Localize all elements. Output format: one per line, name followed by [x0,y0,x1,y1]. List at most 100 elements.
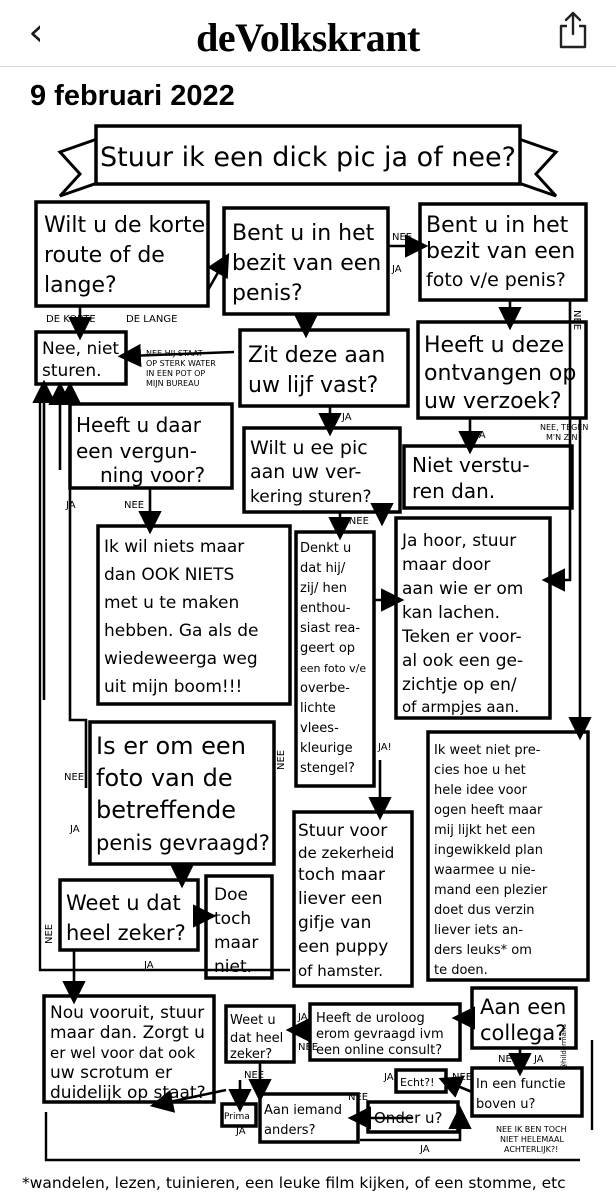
label-nee-collega: NEE [498,1054,518,1065]
nee-sterk-line-2: IN EEN POT OP [146,369,205,378]
ontvangen-line-2: uw verzoek? [424,389,562,414]
weet-zeker2-line-0: Weet u [230,1013,276,1028]
nee-niet-line-1: sturen. [42,361,102,381]
denkt-line-8: lichte [300,701,336,716]
denkt-line-4: siast rea- [300,621,360,636]
label-ja-excl: JA! [377,742,392,753]
label-nee-weet: NEE [44,924,55,944]
uroloog-line-1: erom gevraagd ivm [316,1027,444,1042]
nee-tegen-line-0: NEE, TEGEN [540,423,588,432]
label-nee-iemand: NEE [348,1092,368,1103]
denkt-line-5: geert op [300,641,355,656]
ja-hoor-line-1: maar door [402,555,490,575]
q3-line-0: Bent u in het [426,213,569,238]
functie-line-1: boven u? [476,1097,535,1112]
denkt-line-1: dat hij/ [300,561,346,576]
label-ja-iemand: JA [235,1126,246,1137]
q1-line-1: route of de [44,243,165,268]
ja-hoor-line-7: of armpjes aan. [402,698,519,716]
box-q1 [34,200,210,308]
q1-line-2: lange? [44,273,117,298]
ja-hoor-line-6: zichtje op en/ [402,675,517,695]
box-ja-hoor [394,516,552,720]
label-ja-vergunning: JA [65,500,76,511]
label-nee-q3: NEE [571,310,582,330]
vergunning-line-0: Heeft u daar [76,413,202,437]
doe-niet-line-2: maar [214,933,258,953]
nee-achterlijk-line-1: NIET HELEMAAL [500,1135,564,1144]
verkering-line-2: kering sturen? [250,487,372,507]
weet-niet-line-8: doet dus verzin [434,903,535,918]
hamster-line-6: of hamster. [298,962,383,980]
uroloog-line-0: Heeft de uroloog [316,1011,425,1026]
label-de-lange: DE LANGE [126,314,177,325]
top-bar: ‹ deVolkskrant [0,0,616,66]
weet-niet-line-0: Ik weet niet pre- [434,743,541,758]
label-ja-onder: JA [419,1144,430,1155]
nee-achterlijk-line-2: ACHTERLIJK?! [504,1145,558,1154]
prima-text: Prima [224,1112,250,1122]
weet-niet-line-7: mand een plezier [434,883,548,898]
share-icon[interactable] [556,10,590,50]
denkt-line-2: zij/ hen [300,581,347,596]
gevraagd-line-2: betreffende [96,796,236,824]
collega-line-1: collega? [480,1021,566,1045]
ja-hoor-line-4: Teken er voor- [401,627,522,647]
nee-sterk-line-1: OP STERK WATER [146,359,216,368]
label-nee-denkt: NEE [276,750,287,770]
weet-niet-line-5: ingewikkeld plan [434,843,543,858]
lijf-line-1: uw lijf vast? [248,373,378,398]
weet-zeker-line-0: Weet u dat [66,891,181,915]
box-doe-niet [204,874,274,980]
box-collega [470,986,578,1050]
q2-line-0: Bent u in het [232,221,375,246]
weet-niet-line-4: mij lijkt het een [434,823,535,838]
niets-line-5: uit mijn boom!!! [104,677,242,697]
denkt-line-10: kleurige [300,741,353,756]
ontvangen-line-1: ontvangen op [424,361,576,386]
q2-line-1: bezit van een [232,251,381,276]
uroloog-line-2: een online consult? [316,1043,442,1058]
label-ja-lijf: JA [341,412,352,423]
niets-line-2: met u te maken [104,593,239,613]
vooruit-line-4: duidelijk op staat? [50,1083,206,1103]
niet-versturen-line-0: Niet verstu- [412,453,530,477]
vooruit-line-2: er wel voor dat ook [50,1044,195,1062]
label-nee-uroloog: NEE [298,1042,318,1053]
niets-line-4: wiedeweerga weg [104,649,258,669]
ontvangen-line-0: Heeft u deze [424,333,564,358]
label-ja-q3: JA [503,308,514,319]
signature: @hildermans [560,1024,568,1070]
label-ja-weet: JA [143,960,154,971]
denkt-line-7: overbe- [300,681,350,696]
hamster-line-1: de zekerheid [298,844,394,862]
niets-line-1: dan OOK NIETS [104,565,234,585]
collega-line-0: Aan een [480,995,566,1019]
nee-tegen-line-1: M'N ZIN [546,433,577,442]
label-ja-nee-verkering: JA NEE [335,516,369,527]
label-ja-q2: JA [391,264,402,275]
doe-niet-line-0: Doe [214,885,248,905]
box-gevraagd [88,720,276,866]
gevraagd-line-1: foto van de [96,764,233,792]
box-lijf [238,328,410,408]
vooruit-line-3: uw scrotum er [50,1063,172,1083]
label-nee-gevraagd: NEE [64,772,84,783]
q3-line-2: foto v/e penis? [426,269,566,291]
nee-niet-line-0: Nee, niet [42,339,119,359]
label-nee-q2: NEE [392,232,412,243]
box-vergunning [68,402,234,490]
label-ja-weet2: JA [233,1088,244,1099]
iemand-line-0: Aan iemand [264,1103,342,1118]
chevron-left-icon[interactable]: ‹ [28,10,44,54]
box-iemand [258,1092,360,1144]
ja-hoor-line-5: al ook een ge- [402,651,523,671]
label-de-korte: DE KORTE [46,314,96,325]
echt-text: Echt?! [400,1076,435,1089]
ja-hoor-line-3: kan lachen. [402,603,500,623]
label-nee-echt: NEE [452,1072,472,1083]
label-ja-gevraagd: JA [69,824,80,835]
weet-niet-line-1: cies hoe u het [434,763,526,778]
weet-niet-line-2: hele idee voor [434,783,528,798]
hamster-line-0: Stuur voor [298,821,387,841]
